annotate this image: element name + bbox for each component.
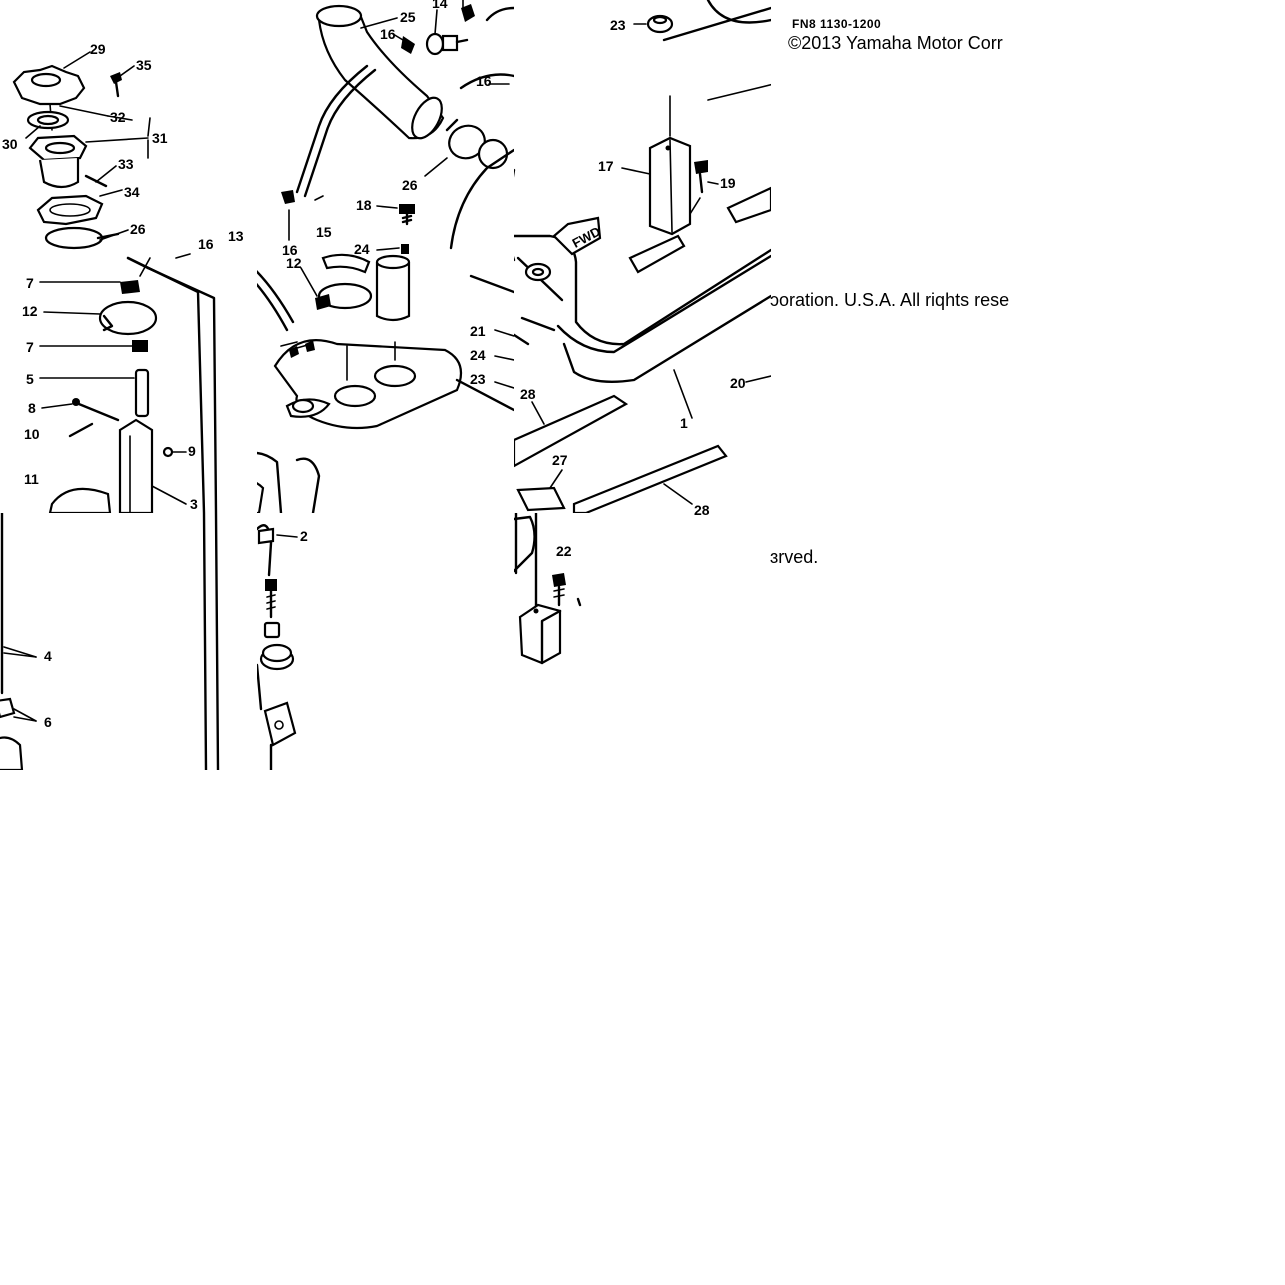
tile-fuel-cap-assembly xyxy=(0,0,257,513)
sender-tube-part xyxy=(375,244,411,322)
gasket-part xyxy=(36,194,104,226)
bolt-part xyxy=(399,204,415,226)
filler-neck-part xyxy=(28,134,88,189)
fuel-tank-part xyxy=(514,0,771,383)
rubber-strap-part xyxy=(514,394,728,513)
diagram-code: FN8 1130-1200 xyxy=(792,17,882,31)
fwd-arrow-marker xyxy=(552,216,602,256)
blank-margin xyxy=(1028,0,1285,1285)
tile-lower-middle xyxy=(257,513,514,770)
copyright-line-1: ©2013 Yamaha Motor Corr xyxy=(788,33,1003,53)
rubber-pad-part xyxy=(516,486,566,512)
sender-bolt-part xyxy=(265,579,277,619)
fuel-strainer-part xyxy=(118,418,154,513)
copyright-line-3: ɜrved. xyxy=(770,547,819,567)
hose-clamp-part xyxy=(44,226,104,250)
tank-bracket-part xyxy=(648,136,692,236)
fuel-cap-part xyxy=(12,64,86,131)
mounting-plate-part xyxy=(273,339,463,430)
tile-hoses-and-sender xyxy=(257,0,514,513)
copyright-line-2: ɔoration. U.S.A. All riqhts rese xyxy=(770,290,1010,310)
tile-fuel-tank xyxy=(514,0,771,513)
check-valve-part xyxy=(425,32,469,56)
filler-hose-part xyxy=(315,4,445,140)
tile-lower-left xyxy=(0,513,257,770)
tile-lower-right xyxy=(514,513,771,770)
lower-bracket-part xyxy=(518,603,562,665)
